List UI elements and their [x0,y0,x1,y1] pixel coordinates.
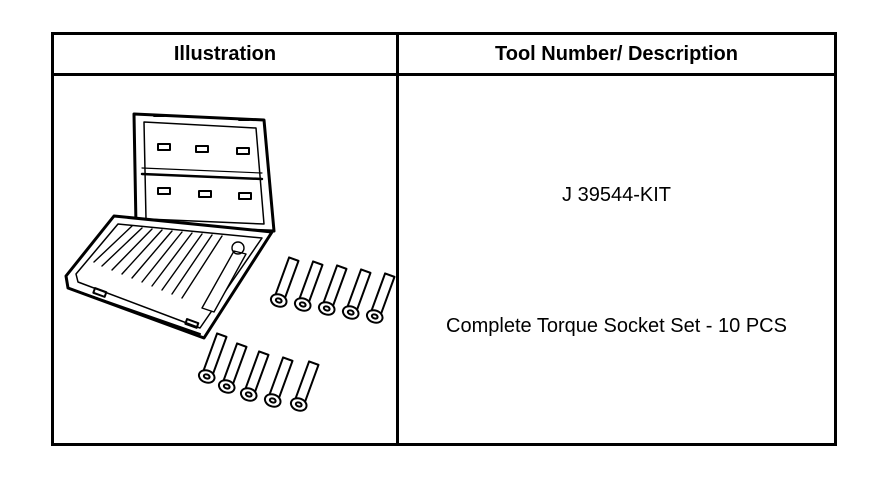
torque-socket-set-icon [64,112,396,412]
tool-table: Illustration Tool Number/ Description [51,32,837,446]
header-illustration: Illustration [54,35,399,76]
header-tool-number-description: Tool Number/ Description [399,35,834,76]
illustration-cell [54,76,399,443]
tool-number: J 39544-KIT [562,183,671,206]
sockets-row-front [197,332,320,412]
case-lid [132,112,276,233]
case-slots [93,225,247,313]
sockets-row-back [269,256,396,324]
tool-description: Complete Torque Socket Set - 10 PCS [446,314,787,337]
tool-description-cell: J 39544-KIT Complete Torque Socket Set -… [399,76,834,443]
case-base [64,214,274,340]
